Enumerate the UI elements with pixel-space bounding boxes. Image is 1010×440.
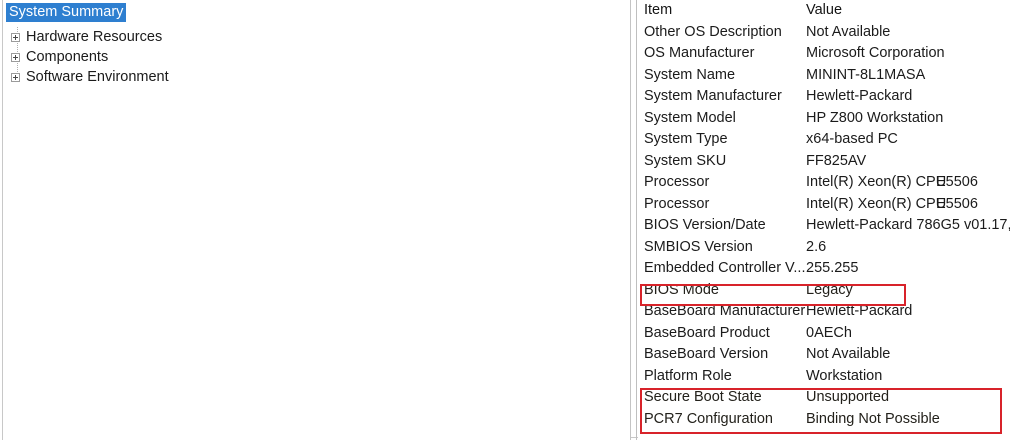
table-row[interactable]: Secure Boot State Unsupported: [638, 387, 1010, 409]
sidebar-item-hardware-resources[interactable]: Hardware Resources: [11, 27, 162, 47]
row-item-label: Platform Role: [644, 367, 732, 384]
table-row[interactable]: BaseBoard Version Not Available: [638, 344, 1010, 366]
row-item-label: SMBIOS Version: [644, 238, 753, 255]
row-value-label: Hewlett-Packard: [806, 88, 913, 104]
row-value-label: 2.6: [806, 238, 827, 255]
row-value-continuation: E5506: [936, 195, 978, 212]
row-value-label: FF825AV: [806, 152, 867, 169]
table-row[interactable]: System Type x64-based PC: [638, 129, 1010, 151]
row-value-label: x64-based PC: [806, 131, 898, 147]
row-item-label: BaseBoard Product: [644, 324, 770, 341]
row-item-label: Processor: [644, 195, 710, 212]
sidebar-item-label: Components: [26, 49, 109, 65]
row-item-label: Other OS Description: [644, 23, 782, 40]
row-value-label: Intel(R) Xeon(R) CPU: [806, 174, 947, 190]
table-row[interactable]: Embedded Controller V...255.255: [638, 258, 1010, 280]
row-value-label: 0AECh: [806, 324, 852, 341]
sidebar-item-software-environment[interactable]: Software Environment: [11, 67, 169, 87]
table-row[interactable]: System Name MININT-8L1MASA: [638, 65, 1010, 87]
row-item-label: Embedded Controller V...: [644, 260, 806, 276]
row-item-label: System Name: [644, 66, 736, 83]
row-item-label: BaseBoard Manufacturer: [644, 303, 806, 319]
row-item-label: Secure Boot State: [644, 389, 762, 405]
window-left-border: [2, 0, 3, 440]
row-value-label: Unsupported: [806, 389, 890, 405]
row-value-label: Not Available: [806, 346, 891, 362]
table-row[interactable]: OS Manufacturer Microsoft Corporation: [638, 43, 1010, 65]
table-row[interactable]: System Model HP Z800 Workstation: [638, 108, 1010, 130]
column-header-value[interactable]: Value: [806, 2, 843, 18]
plus-box-icon[interactable]: [11, 32, 20, 42]
table-row[interactable]: Platform Role Workstation: [638, 366, 1010, 388]
row-value-label: Hewlett-Packard: [806, 303, 913, 319]
row-item-label: BaseBoard Version: [644, 346, 769, 362]
pane-splitter-edge: [636, 0, 637, 440]
sidebar-item-system-summary[interactable]: System Summary: [6, 3, 127, 22]
row-value-label: Binding Not Possible: [806, 410, 940, 427]
row-value-label: Workstation: [806, 367, 883, 384]
table-row[interactable]: BaseBoard Product 0AECh: [638, 323, 1010, 345]
row-item-label: BIOS Mode: [644, 281, 719, 298]
sidebar-item-label: Software Environment: [26, 69, 169, 85]
pane-splitter[interactable]: [630, 0, 631, 440]
table-row[interactable]: PCR7 Configuration Binding Not Possible: [638, 409, 1010, 431]
row-item-label: BIOS Version/Date: [644, 217, 766, 233]
sidebar-item-label: Hardware Resources: [26, 29, 163, 45]
row-value-continuation: E5506: [936, 174, 978, 190]
row-item-label: System Model: [644, 109, 736, 126]
row-value-label: Intel(R) Xeon(R) CPU: [806, 195, 947, 212]
table-row[interactable]: BIOS Version/Date Hewlett-Packard 786G5 v…: [638, 215, 1010, 237]
plus-box-icon[interactable]: [11, 72, 20, 82]
plus-box-icon[interactable]: [11, 52, 20, 62]
row-item-label: OS Manufacturer: [644, 45, 755, 61]
row-value-label: Microsoft Corporation: [806, 45, 945, 61]
table-row[interactable]: System SKU FF825AV: [638, 151, 1010, 173]
row-item-label: System Type: [644, 131, 728, 147]
row-value-label: Not Available: [806, 23, 891, 40]
list-header-row: Item Value: [638, 0, 1010, 22]
row-value-label: MININT-8L1MASA: [806, 66, 926, 83]
table-row[interactable]: SMBIOS Version 2.6: [638, 237, 1010, 259]
row-item-label: PCR7 Configuration: [644, 410, 773, 427]
column-header-item[interactable]: Item: [644, 2, 673, 18]
row-item-label: System Manufacturer: [644, 88, 782, 104]
row-value-label: HP Z800 Workstation: [806, 109, 944, 126]
row-item-label: Processor: [644, 174, 710, 190]
row-value-label: Legacy: [806, 281, 853, 298]
sidebar-item-components[interactable]: Components: [11, 47, 108, 67]
table-row[interactable]: System Manufacturer Hewlett-Packard: [638, 86, 1010, 108]
row-item-label: System SKU: [644, 152, 727, 169]
row-value-label: Hewlett-Packard 786G5 v01.17, 8/: [806, 217, 1010, 233]
row-value-label: 255.255: [806, 260, 859, 276]
table-row[interactable]: Other OS Description Not Available: [638, 22, 1010, 44]
table-row[interactable]: BIOS Mode Legacy: [638, 280, 1010, 302]
navigation-tree[interactable]: System Summary Hardware Resources Compon…: [3, 0, 630, 440]
